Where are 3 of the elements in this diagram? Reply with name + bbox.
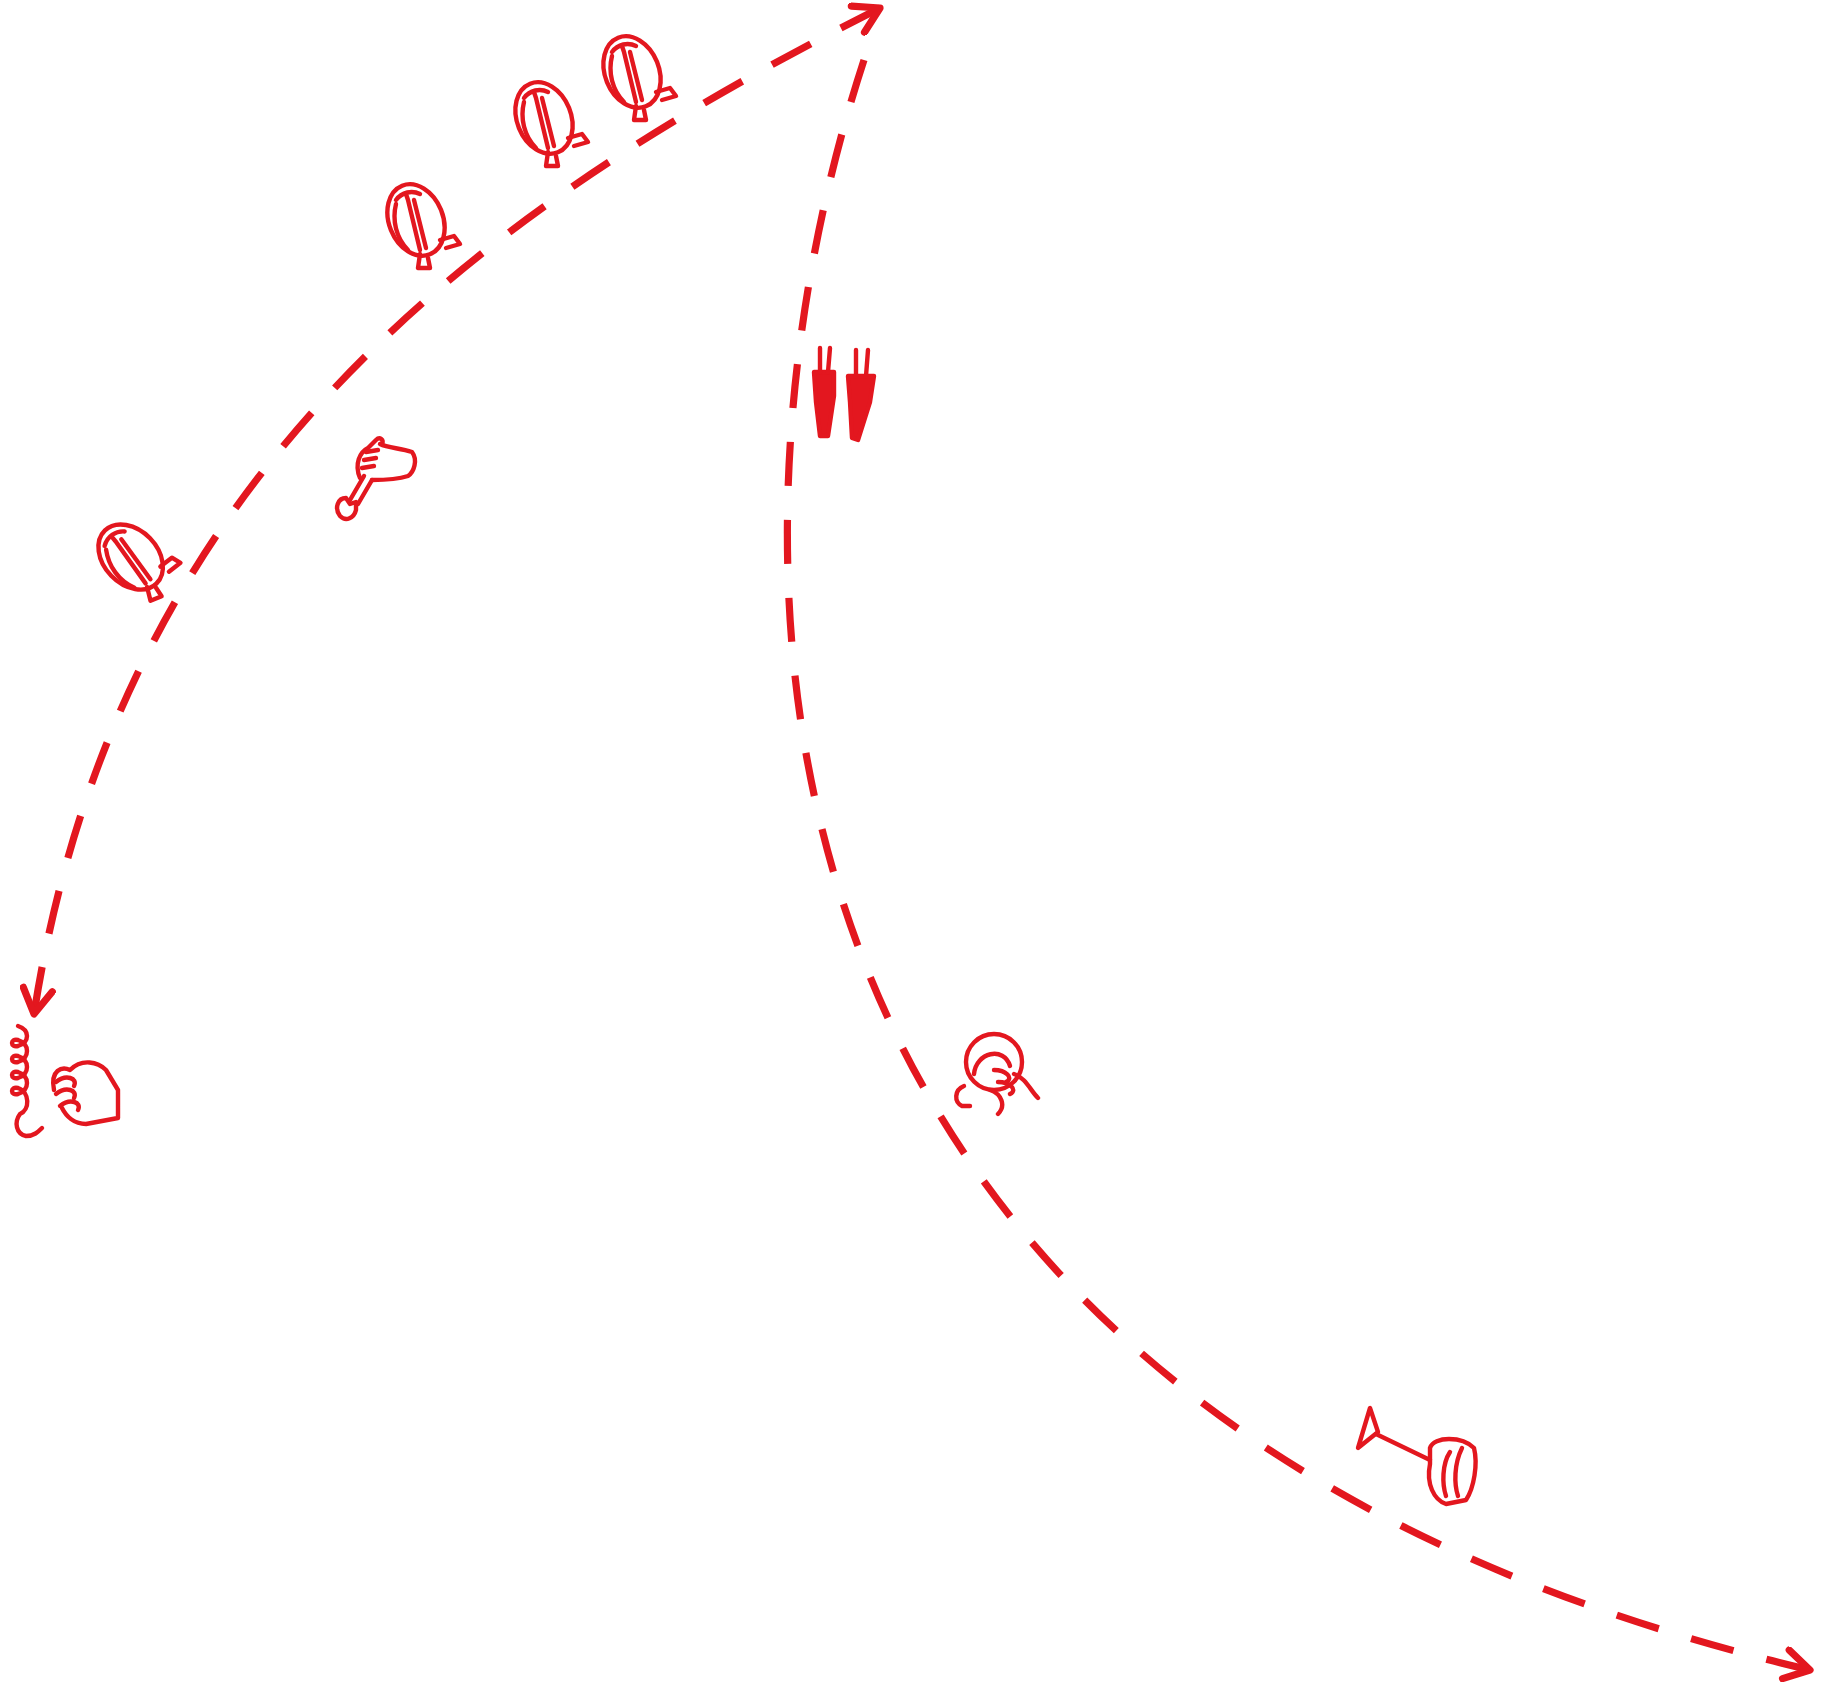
coil-hand-icon — [6, 1022, 122, 1142]
goblet-icon — [1350, 1404, 1482, 1508]
dashed-arrow — [21, 2, 884, 1018]
